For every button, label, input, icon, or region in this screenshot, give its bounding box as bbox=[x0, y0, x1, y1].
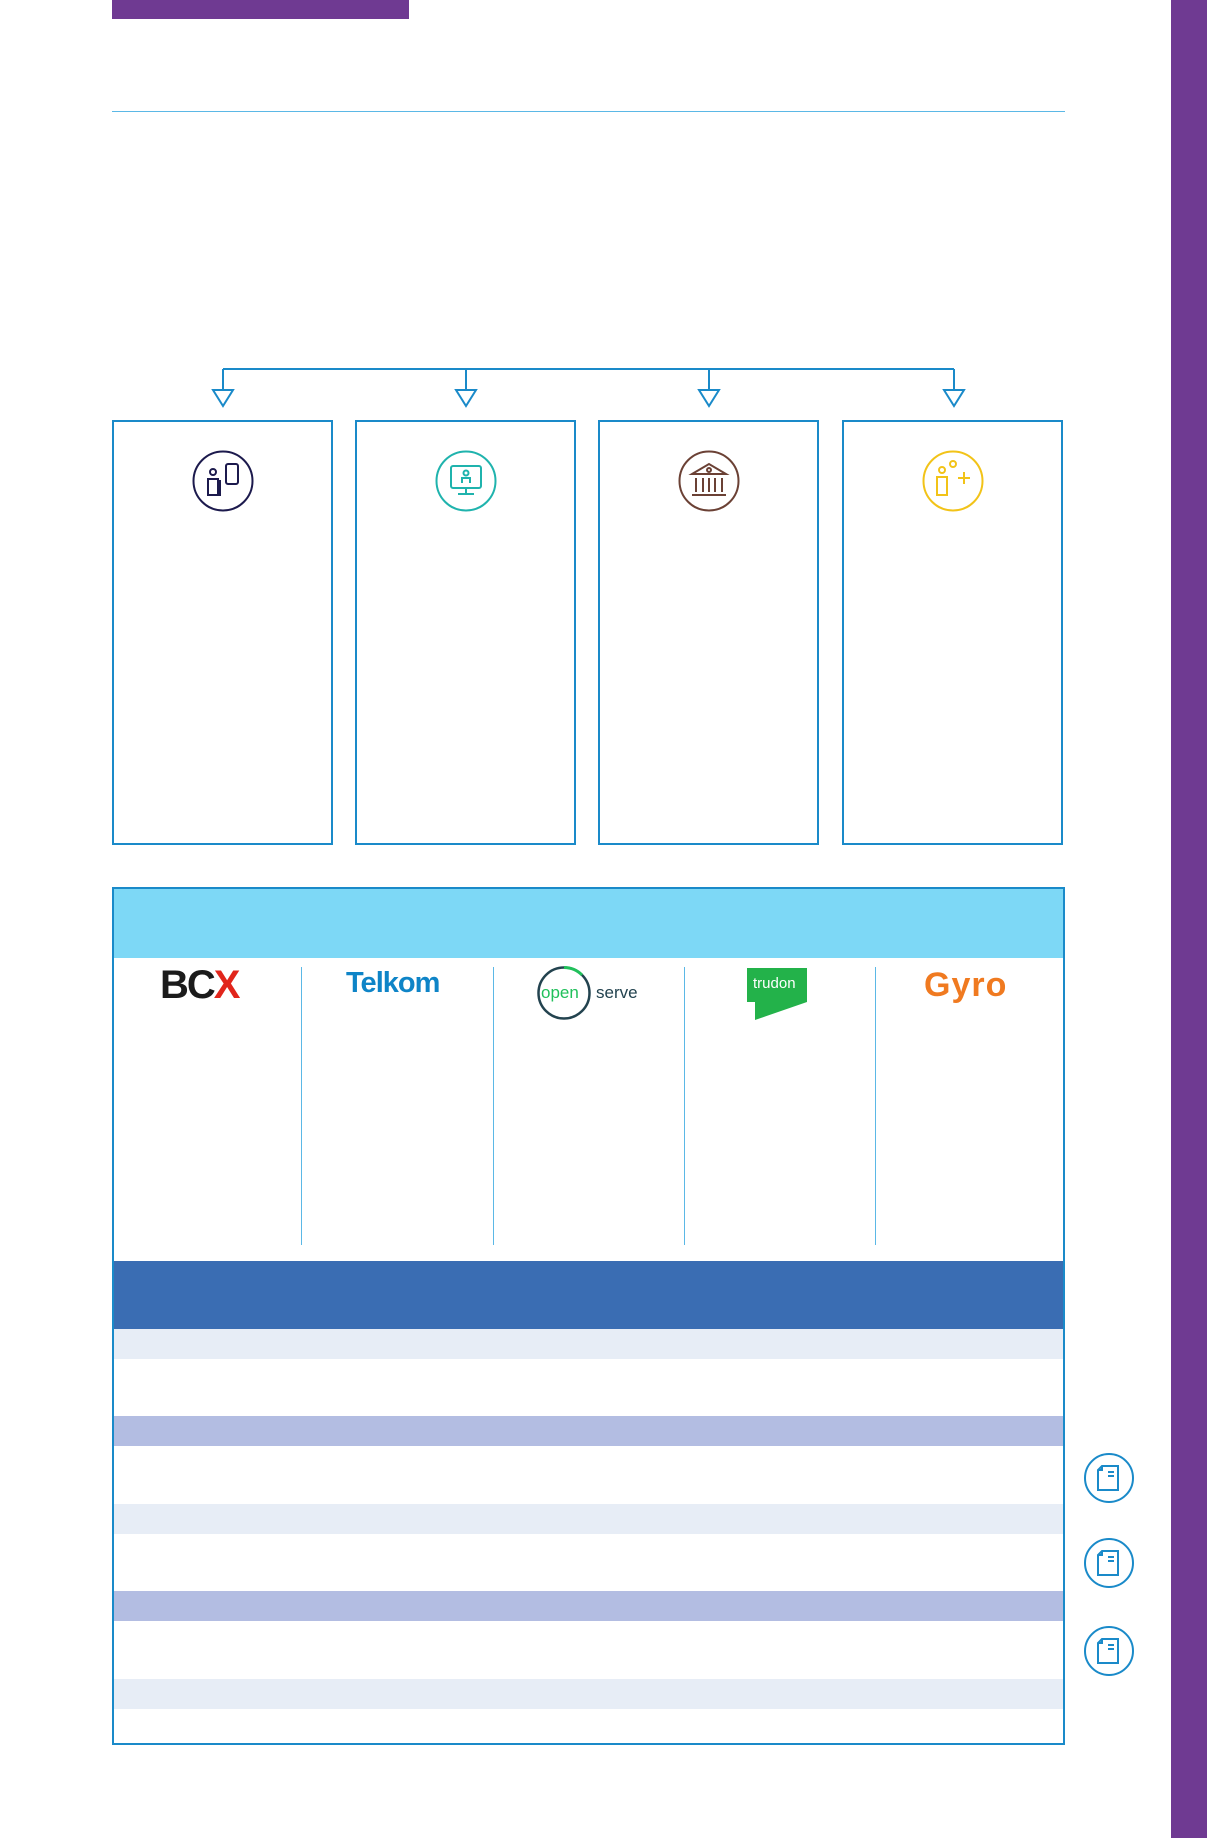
document-icon[interactable] bbox=[1083, 1452, 1135, 1504]
bcx-logo: BCX bbox=[160, 963, 240, 1007]
group-companies-header bbox=[114, 889, 1063, 958]
people-mobile-icon bbox=[192, 450, 253, 512]
section-tab bbox=[112, 0, 409, 19]
pillar-card-4 bbox=[842, 420, 1063, 845]
people-plus-icon bbox=[922, 450, 983, 512]
table-row bbox=[114, 1416, 1063, 1446]
telkom-logo: Telkom bbox=[346, 967, 440, 999]
government-building-icon bbox=[678, 450, 739, 512]
side-accent-bar bbox=[1171, 0, 1207, 1838]
table-row bbox=[114, 1591, 1063, 1621]
pillar-card-3 bbox=[598, 420, 819, 845]
column-divider bbox=[301, 967, 302, 1245]
pillar-card-1 bbox=[112, 420, 333, 845]
trudon-logo: trudon bbox=[747, 968, 807, 1020]
table-row bbox=[114, 1329, 1063, 1359]
group-companies-panel bbox=[112, 887, 1065, 1745]
column-divider bbox=[493, 967, 494, 1245]
column-divider bbox=[684, 967, 685, 1245]
document-icon[interactable] bbox=[1083, 1537, 1135, 1589]
computer-user-icon bbox=[435, 450, 496, 512]
document-icon[interactable] bbox=[1083, 1625, 1135, 1677]
table-header bbox=[114, 1261, 1063, 1329]
column-divider bbox=[875, 967, 876, 1245]
pillar-connector bbox=[211, 368, 966, 408]
openserve-ring-icon bbox=[537, 966, 591, 1020]
pillar-card-2 bbox=[355, 420, 576, 845]
openserve-logo: open serve bbox=[536, 965, 646, 1021]
table-row bbox=[114, 1504, 1063, 1534]
gyro-logo: Gyro bbox=[924, 966, 1008, 1004]
header-rule bbox=[112, 111, 1065, 112]
table-row bbox=[114, 1679, 1063, 1709]
